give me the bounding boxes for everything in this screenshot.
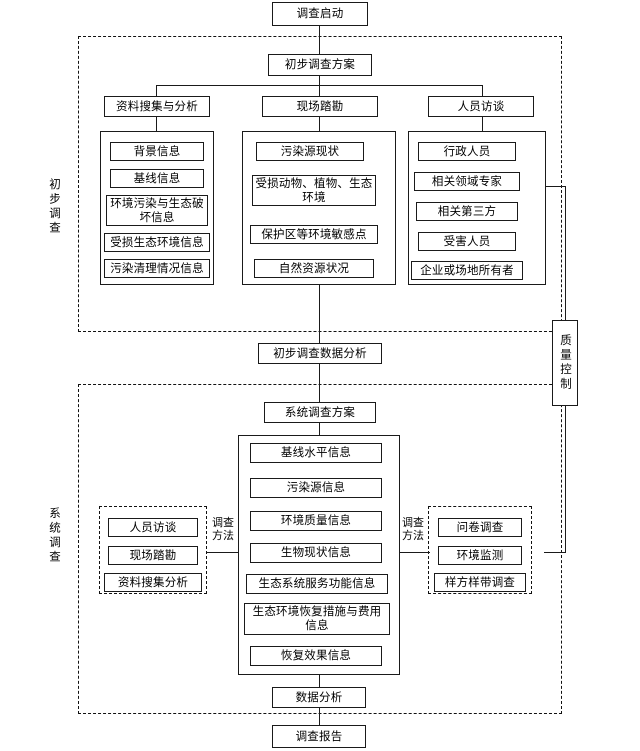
- panel-col1: [100, 131, 214, 285]
- item-system-0: 基线水平信息: [250, 443, 382, 463]
- connector-method-left-arm: [207, 552, 238, 553]
- connector-prelim-region-down: [319, 285, 320, 343]
- method-label-right: 调查方法: [398, 517, 428, 543]
- connector-plan-down: [319, 76, 320, 96]
- item-method-right-2: 样方样带调查: [434, 573, 526, 592]
- item-col3-2: 相关第三方: [416, 202, 518, 221]
- section-label-preliminary: 初步调查: [48, 178, 60, 236]
- node-system-plan: 系统调查方案: [264, 402, 376, 423]
- item-system-6: 恢复效果信息: [250, 646, 382, 666]
- item-method-left-1: 现场踏勘: [108, 546, 198, 565]
- item-col3-1: 相关领域专家: [414, 172, 520, 191]
- connector-analysis-down: [319, 364, 320, 402]
- item-col1-1: 基线信息: [110, 169, 204, 188]
- item-col3-4: 企业或场地所有者: [411, 261, 523, 280]
- item-col2-2: 保护区等环境敏感点: [250, 225, 378, 244]
- connector-plan-branch: [156, 85, 482, 86]
- node-data-analysis: 数据分析: [272, 687, 366, 708]
- section-label-systematic: 系统调查: [48, 507, 60, 565]
- connector-start-to-plan: [319, 26, 320, 54]
- node-preliminary-analysis: 初步调查数据分析: [258, 343, 382, 364]
- node-col1-head: 资料搜集与分析: [104, 96, 210, 117]
- node-preliminary-plan: 初步调查方案: [268, 54, 372, 76]
- node-col2-head: 现场踏勘: [262, 96, 378, 117]
- item-system-4: 生态系统服务功能信息: [246, 574, 388, 594]
- connector-system-plan-down: [319, 423, 320, 435]
- panel-system-center: [238, 435, 400, 675]
- region-method-right: [428, 506, 532, 594]
- connector-qc-down: [565, 406, 566, 552]
- item-col2-3: 自然资源状况: [254, 259, 374, 278]
- node-col3-head: 人员访谈: [428, 96, 534, 117]
- method-label-left: 调查方法: [208, 517, 238, 543]
- item-col3-3: 受害人员: [418, 232, 516, 251]
- connector-col3-head-to-panel: [482, 117, 483, 131]
- connector-data-analysis-down: [319, 708, 320, 725]
- item-system-2: 环境质量信息: [250, 511, 382, 531]
- node-quality-control: 质量控制: [552, 320, 578, 406]
- method-label-right-text: 调查方法: [402, 517, 424, 542]
- item-col1-0: 背景信息: [110, 142, 204, 161]
- connector-system-panel-down: [319, 675, 320, 687]
- item-system-1: 污染源信息: [250, 478, 382, 498]
- connector-branch-col1: [156, 85, 157, 96]
- panel-col2: [242, 131, 396, 285]
- connector-col1-head-to-panel: [156, 117, 157, 131]
- connector-col2-head-to-panel: [319, 117, 320, 131]
- item-method-right-0: 问卷调查: [438, 518, 522, 537]
- connector-qc-down-arm: [544, 552, 566, 553]
- region-systematic-investigation: [78, 384, 562, 714]
- connector-method-right-arm: [400, 552, 430, 553]
- connector-qc-up: [565, 186, 566, 320]
- item-col2-0: 污染源现状: [256, 142, 364, 161]
- item-method-right-1: 环境监测: [438, 546, 522, 565]
- item-col3-0: 行政人员: [418, 142, 516, 161]
- item-method-left-0: 人员访谈: [108, 518, 198, 537]
- item-col1-2: 环境污染与生态破坏信息: [106, 195, 208, 226]
- item-system-5: 生态环境恢复措施与费用信息: [244, 603, 390, 635]
- item-col2-1: 受损动物、植物、生态环境: [252, 175, 376, 206]
- connector-qc-up-arm: [546, 186, 566, 187]
- item-col1-4: 污染清理情况信息: [104, 259, 210, 278]
- item-method-left-2: 资料搜集分析: [104, 573, 202, 592]
- method-label-left-text: 调查方法: [212, 517, 234, 542]
- region-preliminary-investigation: [78, 36, 562, 332]
- panel-col3: [408, 131, 546, 285]
- item-col1-3: 受损生态环境信息: [104, 233, 210, 252]
- connector-branch-col3: [482, 85, 483, 96]
- node-start: 调查启动: [272, 2, 368, 26]
- node-report: 调查报告: [272, 725, 366, 748]
- item-system-3: 生物现状信息: [250, 543, 382, 563]
- region-method-left: [99, 506, 207, 594]
